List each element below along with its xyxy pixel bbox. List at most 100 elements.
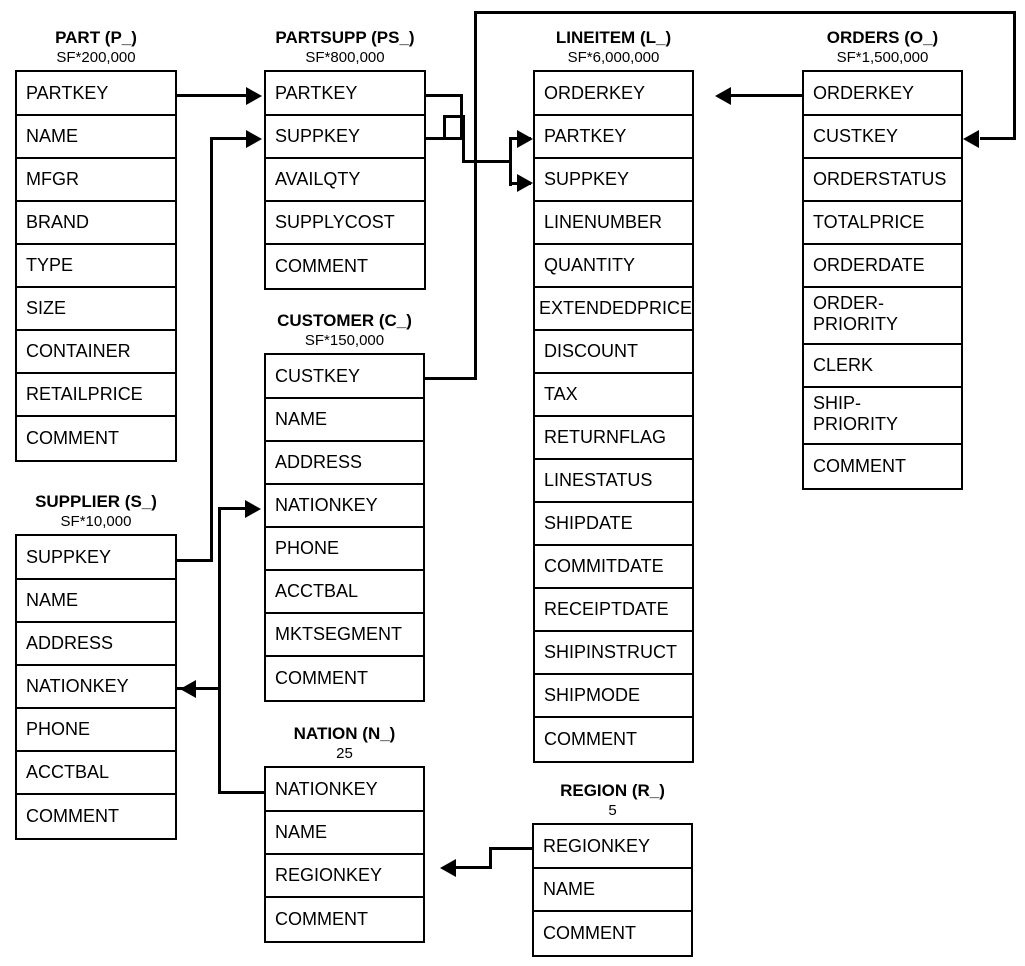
table-row[interactable]: CUSTKEY xyxy=(804,116,961,159)
table-supplier-cardinality: SF*10,000 xyxy=(60,513,132,530)
table-row[interactable]: ACCTBAL xyxy=(266,571,423,614)
table-row[interactable]: PARTKEY xyxy=(17,72,175,116)
table-row[interactable]: CONTAINER xyxy=(17,331,175,374)
table-region-box: REGIONKEY NAME COMMENT xyxy=(532,823,693,957)
table-supplier-box: SUPPKEY NAME ADDRESS NATIONKEY PHONE ACC… xyxy=(15,534,177,840)
table-row[interactable]: BRAND xyxy=(17,202,175,245)
connector-partsupp-to-lineitem-h xyxy=(462,160,512,163)
connector-customer-custkey-top xyxy=(474,11,1016,14)
table-nation-title: NATION (N_) xyxy=(293,724,396,743)
table-row[interactable]: QUANTITY xyxy=(535,245,692,288)
table-row[interactable]: DISCOUNT xyxy=(535,331,692,374)
connector-region-regionkey-h xyxy=(489,847,534,850)
table-region-title: REGION (R_) xyxy=(560,781,665,800)
table-row[interactable]: COMMENT xyxy=(534,912,691,955)
table-row[interactable]: SHIPINSTRUCT xyxy=(535,632,692,675)
table-row[interactable]: ORDER- PRIORITY xyxy=(804,288,961,345)
table-part: PART (P_) SF*200,000 PARTKEY NAME MFGR B… xyxy=(15,28,177,462)
table-row[interactable]: COMMENT xyxy=(535,718,692,761)
arrowhead-customer-nationkey xyxy=(245,500,261,518)
table-row[interactable]: TAX xyxy=(535,374,692,417)
table-row[interactable]: NAME xyxy=(266,812,423,855)
table-row[interactable]: CUSTKEY xyxy=(266,355,423,399)
table-supplier-title: SUPPLIER (S_) xyxy=(35,492,157,511)
connector-region-regionkey-v xyxy=(489,847,492,869)
arrowhead-orders-custkey xyxy=(963,130,979,148)
table-row[interactable]: COMMENT xyxy=(266,898,423,941)
table-row[interactable]: PARTKEY xyxy=(266,72,424,116)
table-row[interactable]: NAME xyxy=(17,580,175,623)
table-row-line: SHIP- xyxy=(813,393,862,413)
table-row[interactable]: AVAILQTY xyxy=(266,159,424,202)
table-partsupp-box: PARTKEY SUPPKEY AVAILQTY SUPPLYCOST COMM… xyxy=(264,70,426,290)
connector-part-to-partsupp xyxy=(177,94,249,97)
table-row[interactable]: SHIPDATE xyxy=(535,503,692,546)
table-part-title: PART (P_) xyxy=(55,28,137,47)
connector-orders-to-lineitem xyxy=(730,94,802,97)
table-orders: ORDERS (O_) SF*1,500,000 ORDERKEY CUSTKE… xyxy=(802,28,963,490)
table-row[interactable]: COMMENT xyxy=(266,657,423,700)
table-row[interactable]: LINENUMBER xyxy=(535,202,692,245)
table-customer-title: CUSTOMER (C_) xyxy=(277,311,412,330)
table-row[interactable]: COMMITDATE xyxy=(535,546,692,589)
table-part-box: PARTKEY NAME MFGR BRAND TYPE SIZE CONTAI… xyxy=(15,70,177,462)
table-row[interactable]: PARTKEY xyxy=(535,116,692,159)
table-customer-cardinality: SF*150,000 xyxy=(304,332,385,349)
table-row[interactable]: MKTSEGMENT xyxy=(266,614,423,657)
arrowhead-lineitem-partkey xyxy=(517,130,533,148)
table-row[interactable]: TOTALPRICE xyxy=(804,202,961,245)
connector-supplier-suppkey-v xyxy=(210,137,213,562)
table-row[interactable]: PHONE xyxy=(17,709,175,752)
table-lineitem: LINEITEM (L_) SF*6,000,000 ORDERKEY PART… xyxy=(533,28,694,763)
table-row[interactable]: SHIP- PRIORITY xyxy=(804,388,961,445)
table-row[interactable]: NAME xyxy=(266,399,423,442)
arrowhead-nation-regionkey xyxy=(440,859,456,877)
table-partsupp: PARTSUPP (PS_) SF*800,000 PARTKEY SUPPKE… xyxy=(264,28,426,290)
table-row[interactable]: NATIONKEY xyxy=(266,768,423,812)
table-region-cardinality: 5 xyxy=(608,802,617,819)
table-row[interactable]: NAME xyxy=(17,116,175,159)
table-row[interactable]: RETAILPRICE xyxy=(17,374,175,417)
table-row[interactable]: ORDERKEY xyxy=(804,72,961,116)
table-row[interactable]: SUPPKEY xyxy=(17,536,175,580)
table-row[interactable]: SIZE xyxy=(17,288,175,331)
connector-orders-custkey-h xyxy=(980,137,1016,140)
arrowhead-partsupp-partkey xyxy=(246,87,262,105)
table-row[interactable]: CLERK xyxy=(804,345,961,388)
table-row[interactable]: ADDRESS xyxy=(17,623,175,666)
table-row[interactable]: EXTENDEDPRICE xyxy=(535,288,692,331)
table-row[interactable]: ADDRESS xyxy=(266,442,423,485)
table-row[interactable]: SUPPLYCOST xyxy=(266,202,424,245)
table-row[interactable]: NAME xyxy=(534,869,691,912)
table-row[interactable]: NATIONKEY xyxy=(17,666,175,709)
table-row[interactable]: SUPPKEY xyxy=(535,159,692,202)
connector-customer-custkey-h xyxy=(425,377,477,380)
table-row[interactable]: ORDERSTATUS xyxy=(804,159,961,202)
table-row[interactable]: MFGR xyxy=(17,159,175,202)
connector-lineitem-split-v xyxy=(509,137,512,186)
table-row[interactable]: ORDERKEY xyxy=(535,72,692,116)
table-row[interactable]: SUPPKEY xyxy=(266,116,424,159)
table-row[interactable]: RETURNFLAG xyxy=(535,417,692,460)
table-lineitem-box: ORDERKEY PARTKEY SUPPKEY LINENUMBER QUAN… xyxy=(533,70,694,763)
table-orders-box: ORDERKEY CUSTKEY ORDERSTATUS TOTALPRICE … xyxy=(802,70,963,490)
table-row[interactable]: NATIONKEY xyxy=(266,485,423,528)
table-row[interactable]: COMMENT xyxy=(804,445,961,488)
table-row[interactable]: COMMENT xyxy=(17,795,175,838)
connector-customer-custkey-v xyxy=(474,11,477,380)
table-row[interactable]: RECEIPTDATE xyxy=(535,589,692,632)
connector-nation-nationkey-v xyxy=(218,507,221,794)
table-row[interactable]: TYPE xyxy=(17,245,175,288)
table-row[interactable]: ACCTBAL xyxy=(17,752,175,795)
table-row[interactable]: ORDERDATE xyxy=(804,245,961,288)
table-row[interactable]: COMMENT xyxy=(17,417,175,460)
table-row[interactable]: PHONE xyxy=(266,528,423,571)
table-row[interactable]: SHIPMODE xyxy=(535,675,692,718)
table-row[interactable]: COMMENT xyxy=(266,245,424,288)
table-customer: CUSTOMER (C_) SF*150,000 CUSTKEY NAME AD… xyxy=(264,311,425,702)
table-row[interactable]: REGIONKEY xyxy=(534,825,691,869)
table-row-line: PRIORITY xyxy=(813,414,899,434)
table-row[interactable]: LINESTATUS xyxy=(535,460,692,503)
table-row[interactable]: REGIONKEY xyxy=(266,855,423,898)
